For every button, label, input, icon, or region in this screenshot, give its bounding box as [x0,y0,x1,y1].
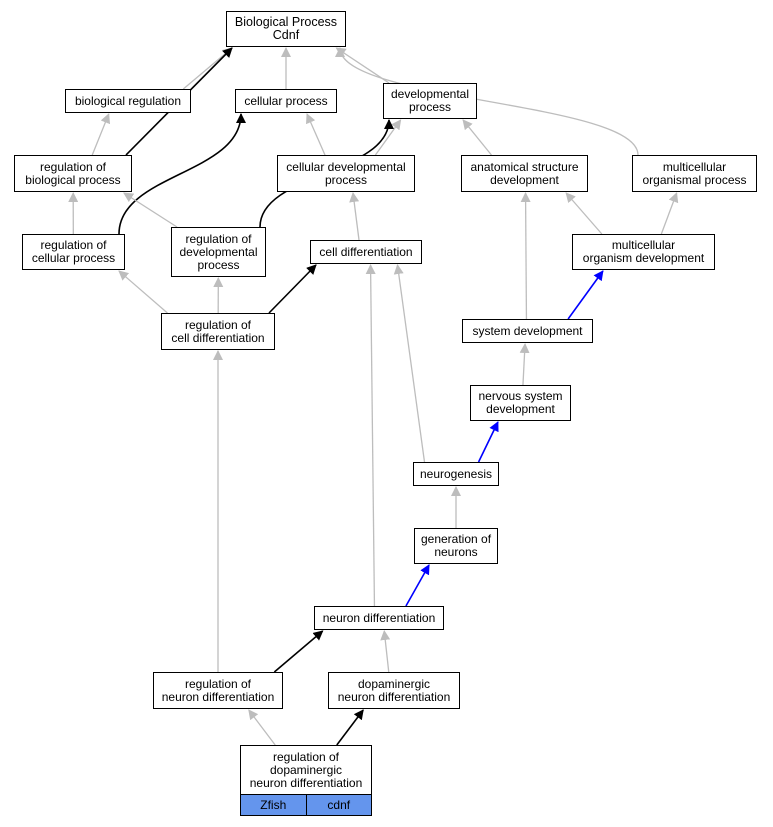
node-regulation-of-developmental-process[interactable]: regulation of developmental process [171,227,266,277]
edge-multicellular-organism-development-to-multicellular-organismal-process [660,192,679,235]
gene-tag[interactable]: cdnf [305,795,371,815]
node-regulation-of-cell-differentiation[interactable]: regulation of cell differentiation [161,313,275,350]
node-neurogenesis[interactable]: neurogenesis [413,462,499,486]
node-multicellular-organismal-process[interactable]: multicellular organismal process [632,155,757,192]
edge-multicellular-organismal-process-to-biological-process [335,47,639,156]
edge-nervous-system-development-to-system-development [519,343,530,386]
node-generation-of-neurons[interactable]: generation of neurons [414,528,498,564]
node-regulation-of-cellular-process[interactable]: regulation of cellular process [22,234,125,270]
edge-neuron-differentiation-to-cell-differentiation [365,264,376,607]
edge-neurogenesis-to-cell-differentiation [393,264,426,463]
node-cellular-developmental-process[interactable]: cellular developmental process [277,155,415,192]
node-multicellular-organism-development[interactable]: multicellular organism development [572,234,715,270]
node-dopaminergic-neuron-differentiation[interactable]: dopaminergic neuron differentiation [328,672,460,709]
edge-regulation-of-cell-differentiation-to-cell-differentiation [268,264,317,314]
edge-regulation-of-cellular-process-to-cellular-process [118,113,246,235]
edge-neurogenesis-to-nervous-system-development [477,421,499,463]
species-tag[interactable]: Zfish [241,795,306,815]
node-cellular-process[interactable]: cellular process [235,89,337,113]
edge-regulation-of-neuron-differentiation-to-neuron-differentiation [273,630,324,673]
edge-cellular-developmental-process-to-cellular-process [306,113,326,156]
edge-regulation-of-cell-differentiation-to-regulation-of-cellular-process [118,270,168,314]
node-anatomical-structure-development[interactable]: anatomical structure development [461,155,588,192]
node-regulation-of-biological-process[interactable]: regulation of biological process [14,155,132,192]
edge-multicellular-organism-development-to-anatomical-structure-development [565,192,603,235]
edge-regulation-of-dopaminergic-neuron-differentiation-to-regulation-of-neuron-differentiation [248,709,276,746]
edges-layer [68,47,679,746]
node-regulation-of-neuron-differentiation[interactable]: regulation of neuron differentiation [153,672,283,709]
node-neuron-differentiation[interactable]: neuron differentiation [314,606,444,630]
edge-cell-differentiation-to-cellular-developmental-process [349,192,360,241]
edge-system-development-to-multicellular-organism-development [567,270,604,320]
edge-anatomical-structure-development-to-developmental-process [462,119,492,156]
edge-regulation-of-biological-process-to-biological-regulation [91,113,111,156]
node-nervous-system-development[interactable]: nervous system development [470,385,571,421]
node-biological-process[interactable]: Biological Process Cdnf [226,11,346,47]
edge-cellular-developmental-process-to-developmental-process [374,119,402,156]
node-regulation-of-dopaminergic-neuron-differentiation[interactable]: regulation of dopaminergic neuron differ… [240,745,372,816]
edge-biological-regulation-to-biological-process [182,47,233,90]
edge-regulation-of-developmental-process-to-regulation-of-biological-process [123,192,178,228]
node-biological-regulation[interactable]: biological regulation [65,89,191,113]
node-cell-differentiation[interactable]: cell differentiation [310,240,422,264]
node-developmental-process[interactable]: developmental process [383,83,477,119]
edge-system-development-to-anatomical-structure-development [520,192,531,320]
edge-dopaminergic-neuron-differentiation-to-neuron-differentiation [380,630,391,673]
annotation-tags: Zfish cdnf [241,794,371,815]
edge-regulation-of-dopaminergic-neuron-differentiation-to-dopaminergic-neuron-differentiation [336,709,364,746]
root-node-label: regulation of dopaminergic neuron differ… [249,749,363,790]
edge-neuron-differentiation-to-generation-of-neurons [405,564,430,607]
node-system-development[interactable]: system development [462,319,593,343]
